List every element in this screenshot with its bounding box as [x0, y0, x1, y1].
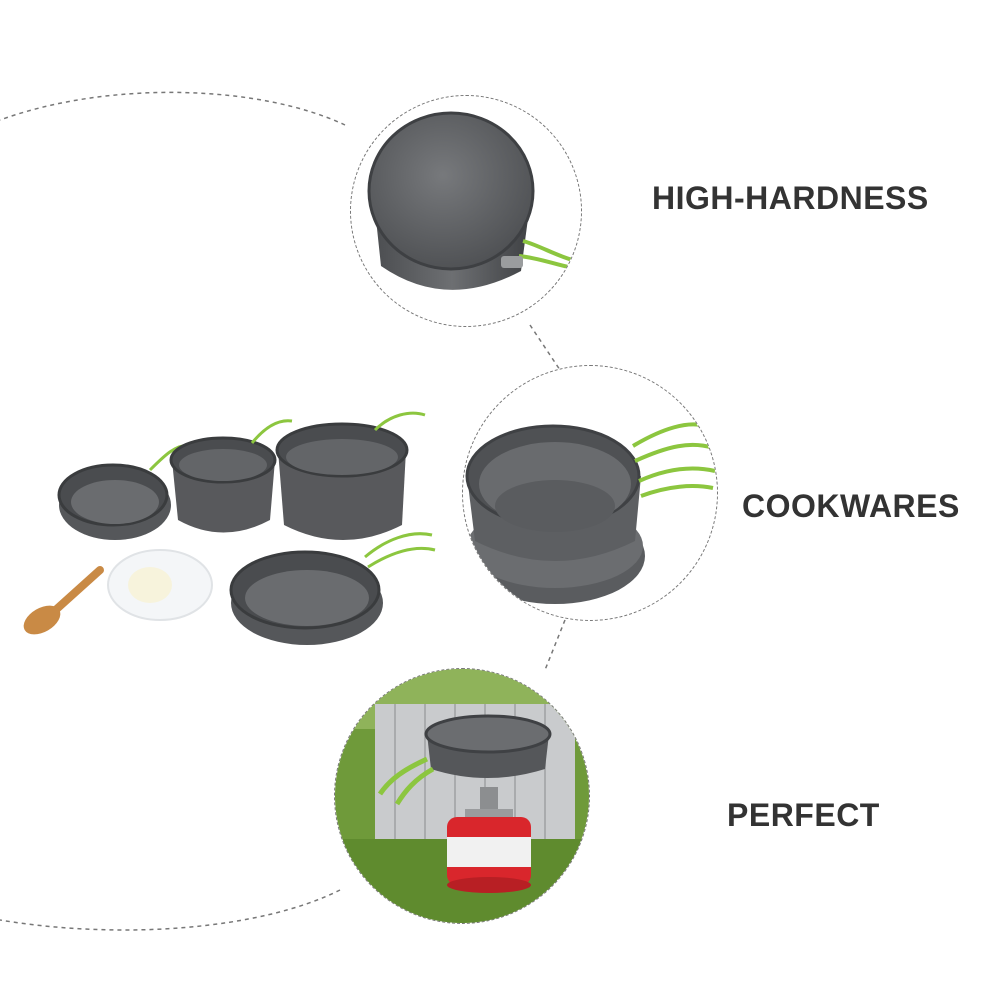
camping-stove-icon — [335, 669, 589, 923]
feature-label-cookwares: COOKWARES — [742, 488, 960, 524]
pot-icon — [367, 111, 577, 290]
feature-label-perfect: PERFECT — [727, 797, 880, 833]
pot-icon — [275, 411, 426, 540]
pot-icon — [169, 419, 293, 533]
feature-circle-stove-scene — [334, 668, 590, 924]
pan-icon — [229, 532, 436, 645]
pan-icon — [465, 422, 716, 604]
cookware-set-illustration — [23, 411, 436, 645]
wooden-spoon-icon — [23, 566, 104, 635]
feature-circle-pot — [350, 95, 582, 327]
feature-circle-nested-cookware — [462, 365, 718, 621]
feature-label-high-hardness: HIGH-HARDNESS — [652, 180, 929, 216]
gas-canister-icon — [447, 817, 531, 893]
bowl-icon — [107, 549, 213, 621]
